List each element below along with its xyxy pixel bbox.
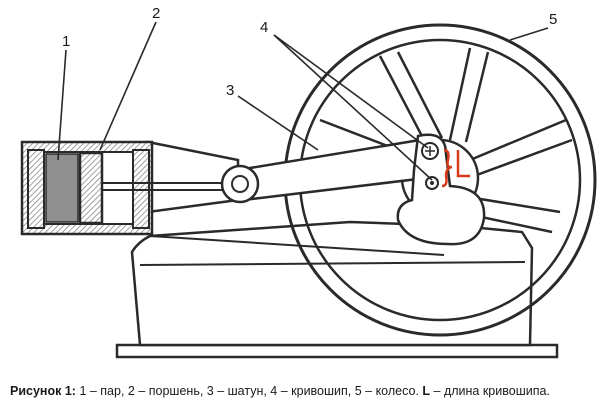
steam-chamber xyxy=(45,153,79,223)
leader-3 xyxy=(237,95,319,151)
base-plate xyxy=(115,343,559,359)
steam-engine-diagram: 1 2 3 4 5 xyxy=(20,5,597,359)
leader-1 xyxy=(57,49,67,161)
engine-base xyxy=(130,220,534,347)
label-4: 4 xyxy=(260,19,268,36)
crank xyxy=(396,133,486,246)
caption-prefix: Рисунок 1: xyxy=(10,384,76,398)
label-3: 3 xyxy=(226,82,234,99)
base-bevel-line xyxy=(139,261,526,266)
leader-4a xyxy=(273,34,429,149)
caption-suffix: – длина кривошипа. xyxy=(430,384,550,398)
label-2: 2 xyxy=(152,5,160,22)
figure-caption: Рисунок 1: 1 – пар, 2 – поршень, 3 – шат… xyxy=(10,384,595,398)
crank-length-marker xyxy=(441,148,470,188)
cylinder-left-cap xyxy=(27,149,45,229)
piston-rod xyxy=(102,182,222,191)
label-1: 1 xyxy=(62,33,70,50)
caption-text: 1 – пар, 2 – поршень, 3 – шатун, 4 – кри… xyxy=(75,384,423,398)
leader-4b xyxy=(273,34,433,181)
caption-bold-l: L xyxy=(422,384,431,398)
leader-2 xyxy=(99,21,157,151)
piston xyxy=(78,151,104,225)
cylinder xyxy=(20,140,154,236)
base-top-line xyxy=(149,235,445,256)
label-5: 5 xyxy=(549,11,557,28)
leader-5 xyxy=(509,27,549,41)
